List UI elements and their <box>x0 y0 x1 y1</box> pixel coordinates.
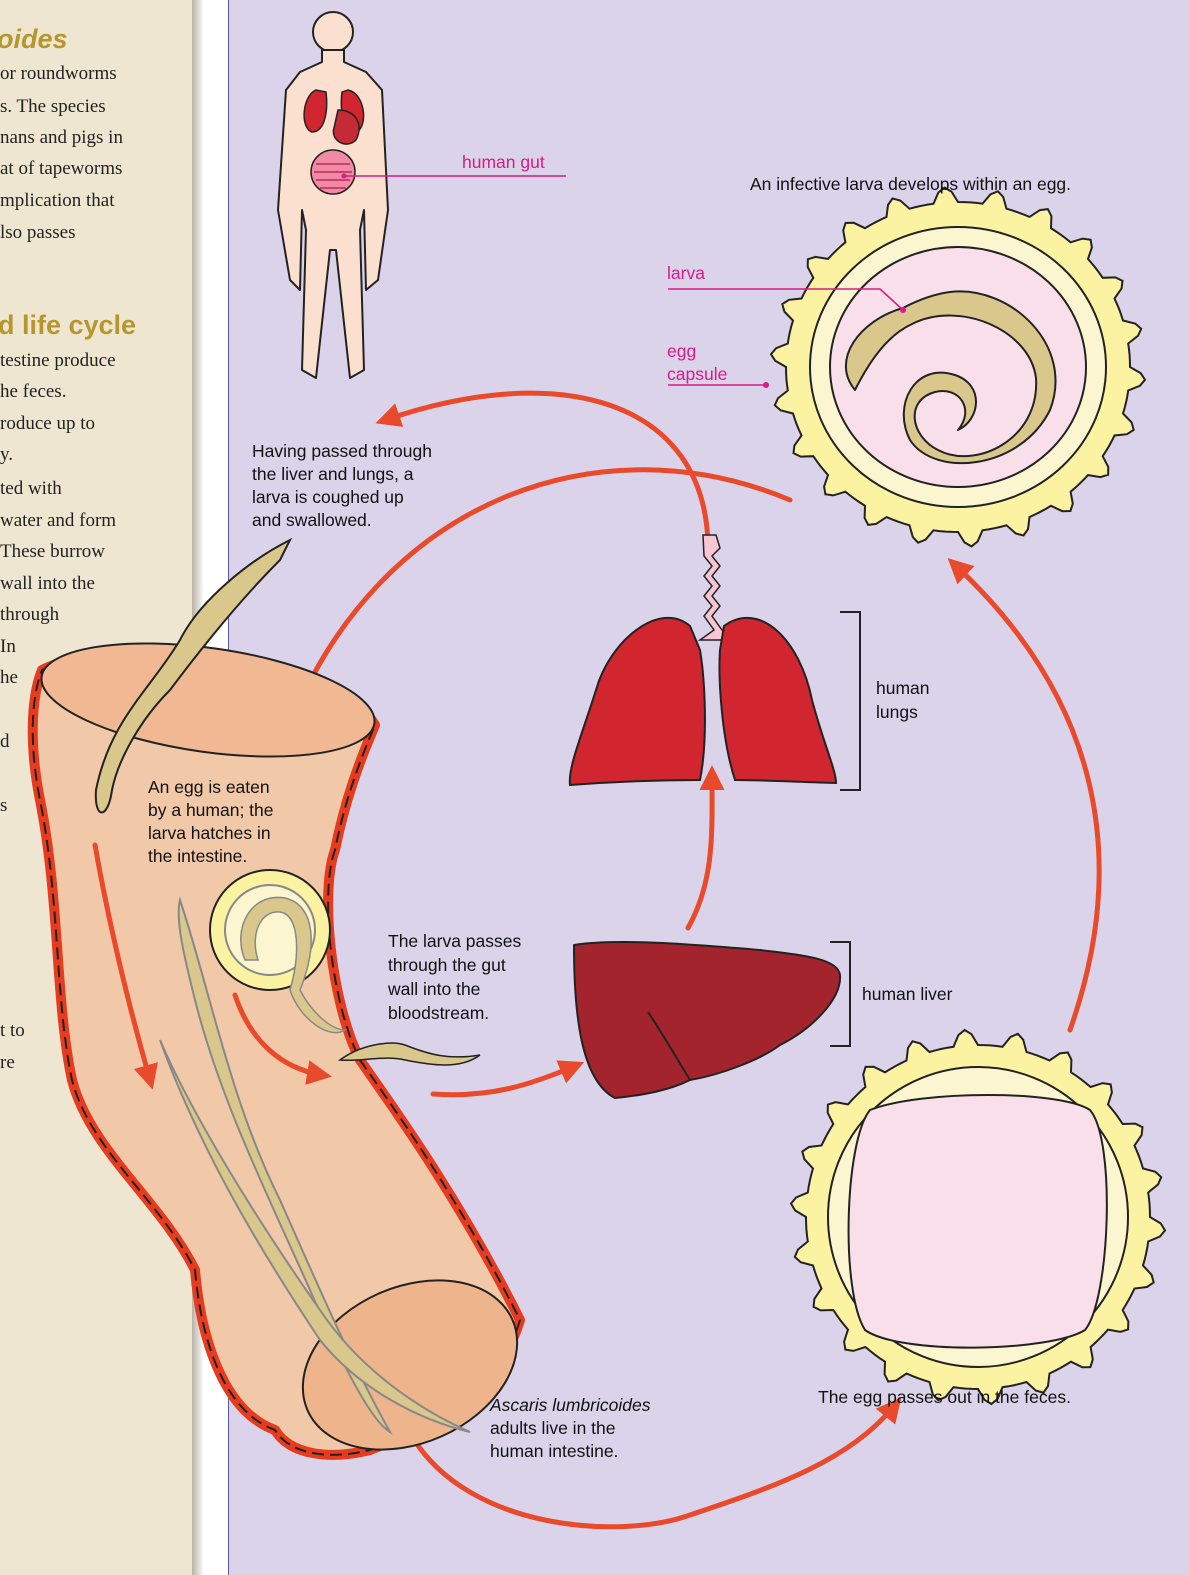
label-human-gut: human gut <box>462 152 545 172</box>
arrow-feces-egg-to-egg <box>955 565 1099 1030</box>
label-coughed-line: and swallowed. <box>252 510 372 530</box>
label-passes-gut-line: bloodstream. <box>388 1003 489 1023</box>
label-lungs-line: human <box>876 678 930 698</box>
arrow-intestine-to-liver <box>433 1066 575 1095</box>
label-passes-gut-line: The larva passes <box>388 931 522 951</box>
egg-feces-icon <box>791 1030 1165 1404</box>
label-coughed-line: larva is coughed up <box>252 487 404 507</box>
label-egg-eaten-line: larva hatches in <box>148 823 271 843</box>
label-adults-line: human intestine. <box>490 1441 618 1461</box>
human-body-icon <box>278 12 566 378</box>
label-egg-eaten-line: the intestine. <box>148 846 247 866</box>
label-passes-gut-line: wall into the <box>387 979 480 999</box>
label-passes-gut-line: through the gut <box>388 955 506 975</box>
lungs-icon <box>570 535 860 790</box>
egg-icon <box>668 188 1145 547</box>
arrow-intestine-to-feces <box>413 1405 895 1527</box>
label-coughed-line: the liver and lungs, a <box>252 464 414 484</box>
label-adults-line: adults live in the <box>490 1418 616 1438</box>
label-human-liver: human liver <box>862 984 953 1004</box>
label-egg-eaten-line: by a human; the <box>148 800 274 820</box>
label-lungs-line: lungs <box>876 702 918 722</box>
liver-icon <box>574 942 850 1098</box>
label-capsule: capsule <box>667 364 727 384</box>
arrow-egg-to-intestine <box>290 470 790 725</box>
label-adults-line: Ascaris lumbricoides <box>489 1395 651 1415</box>
label-egg: egg <box>667 341 696 361</box>
label-egg-out: The egg passes out in the feces. <box>818 1387 1071 1407</box>
label-coughed-line: Having passed through <box>252 441 432 461</box>
label-egg-eaten-line: An egg is eaten <box>148 777 270 797</box>
label-egg-develops: An infective larva develops within an eg… <box>750 174 1071 194</box>
label-larva: larva <box>667 263 705 283</box>
arrow-liver-to-lungs <box>688 775 712 928</box>
